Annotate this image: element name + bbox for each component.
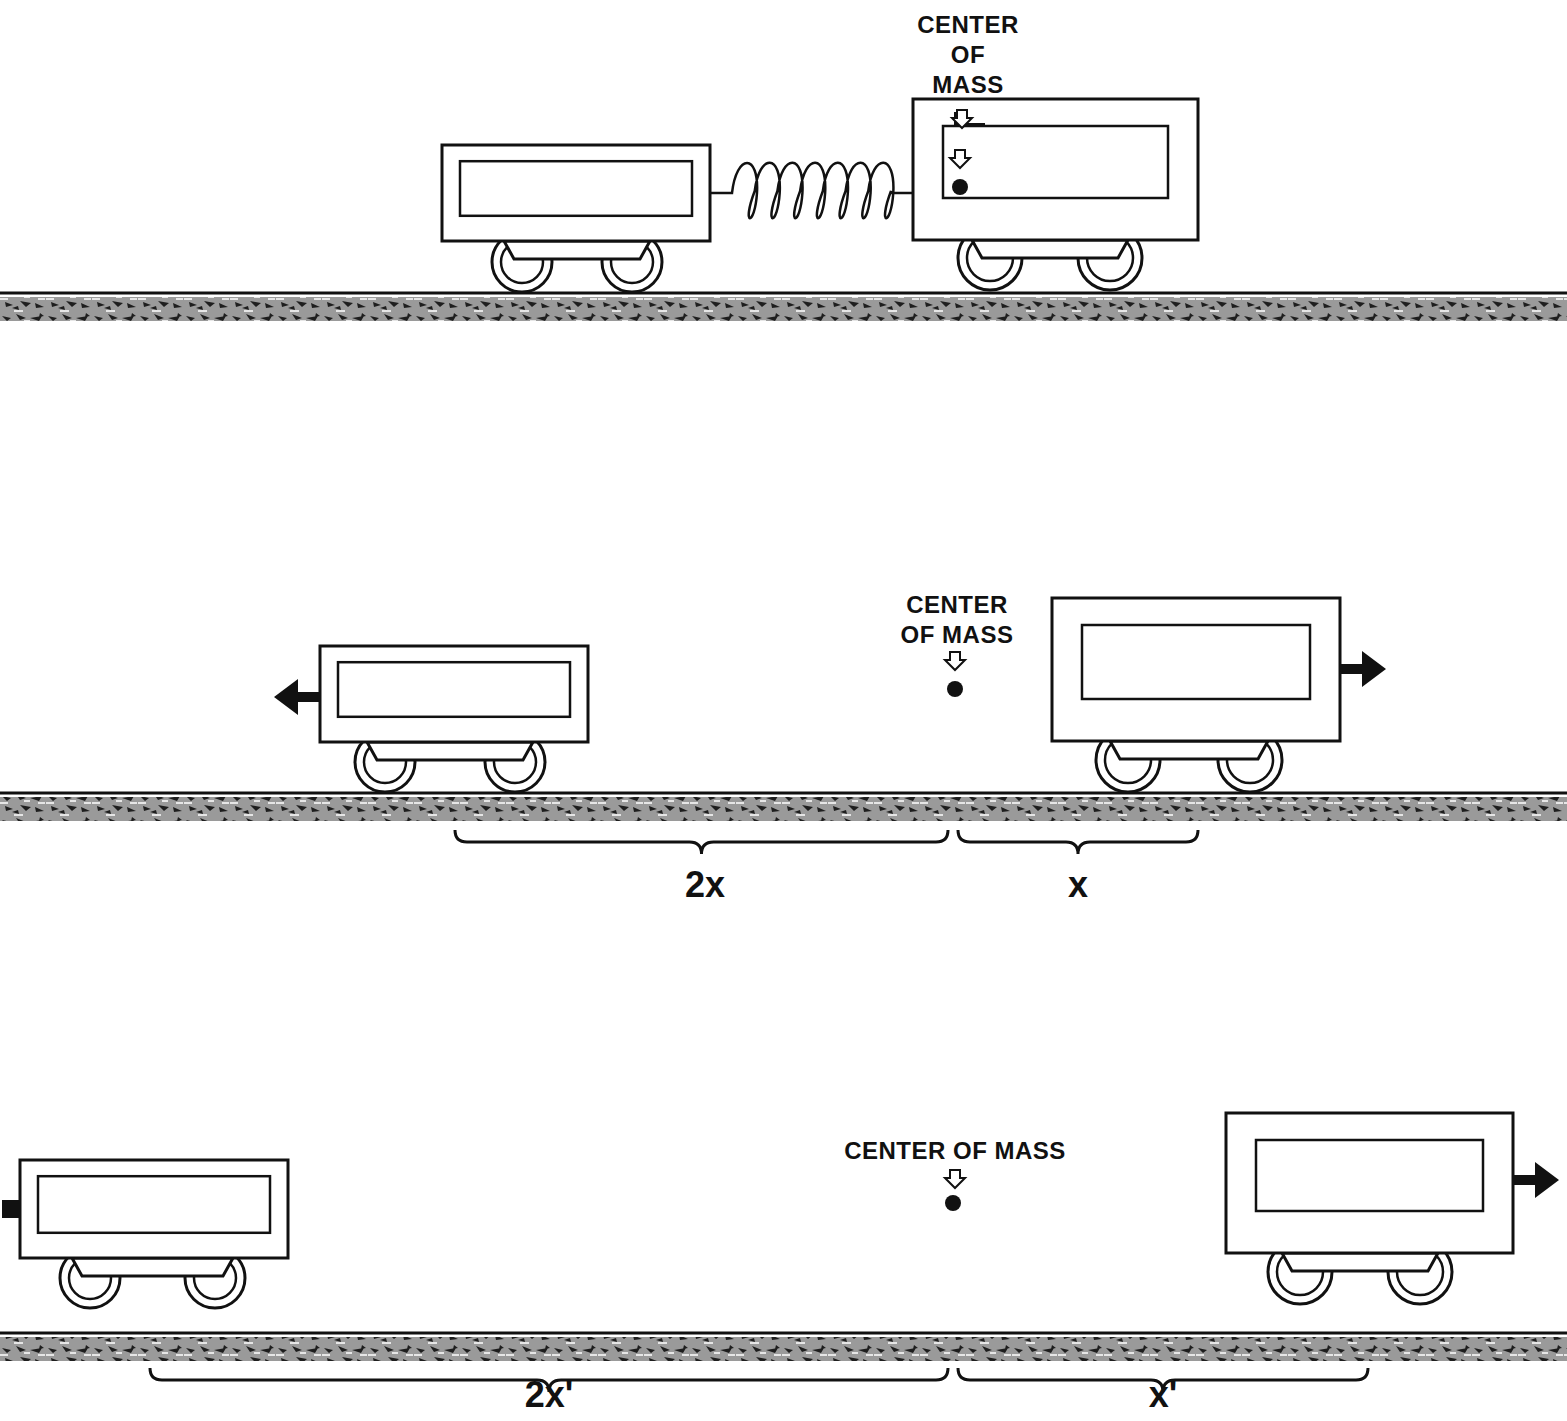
cart-body xyxy=(442,145,710,241)
bogie-frame xyxy=(1110,741,1268,759)
ground-texture xyxy=(0,797,1567,821)
dimension-label: 2x' xyxy=(525,1372,574,1417)
pointer-arrow xyxy=(945,652,965,670)
pointer-arrow xyxy=(950,150,970,168)
cart-panel xyxy=(460,161,692,216)
track-rail xyxy=(0,1332,1567,1335)
cart-body xyxy=(320,646,588,742)
cart-panel xyxy=(943,126,1168,198)
bogie-frame xyxy=(367,742,533,760)
dimension-label: 2x xyxy=(685,862,725,907)
ground-texture xyxy=(0,1337,1567,1361)
cart-panel xyxy=(1256,1140,1483,1211)
dimension-label: x' xyxy=(1149,1372,1178,1417)
pointer-arrow xyxy=(945,1170,965,1188)
pointer-arrow xyxy=(952,110,972,128)
bogie-frame xyxy=(504,241,650,259)
bogie-frame xyxy=(972,240,1128,258)
dimension-brace xyxy=(958,830,1198,854)
center-of-mass-dot xyxy=(952,179,968,195)
center-of-mass-label: CENTER OF MASS xyxy=(917,10,1019,100)
cart-panel xyxy=(338,662,570,717)
cart-body xyxy=(913,99,1198,240)
ground-texture xyxy=(0,297,1567,321)
track-rail xyxy=(0,792,1567,795)
bogie-frame xyxy=(72,1258,233,1276)
track-rail xyxy=(0,292,1567,295)
motion-arrow xyxy=(1340,651,1386,687)
dimension-label: x xyxy=(1068,862,1088,907)
center-of-mass-label: CENTER OF MASS xyxy=(844,1136,1066,1166)
cart-panel xyxy=(1082,625,1310,699)
dimension-brace xyxy=(455,830,948,854)
cart-body xyxy=(1052,598,1340,741)
spring xyxy=(710,163,913,219)
motion-arrow xyxy=(274,679,320,715)
motion-arrow xyxy=(1513,1162,1559,1198)
coupler xyxy=(2,1200,20,1218)
cart-panel xyxy=(38,1176,270,1233)
bogie-frame xyxy=(1282,1253,1438,1271)
center-of-mass-label: CENTER OF MASS xyxy=(895,590,1020,650)
cart-body xyxy=(20,1160,288,1258)
center-of-mass-dot xyxy=(945,1195,961,1211)
center-of-mass-dot xyxy=(947,681,963,697)
cart-body xyxy=(1226,1113,1513,1253)
